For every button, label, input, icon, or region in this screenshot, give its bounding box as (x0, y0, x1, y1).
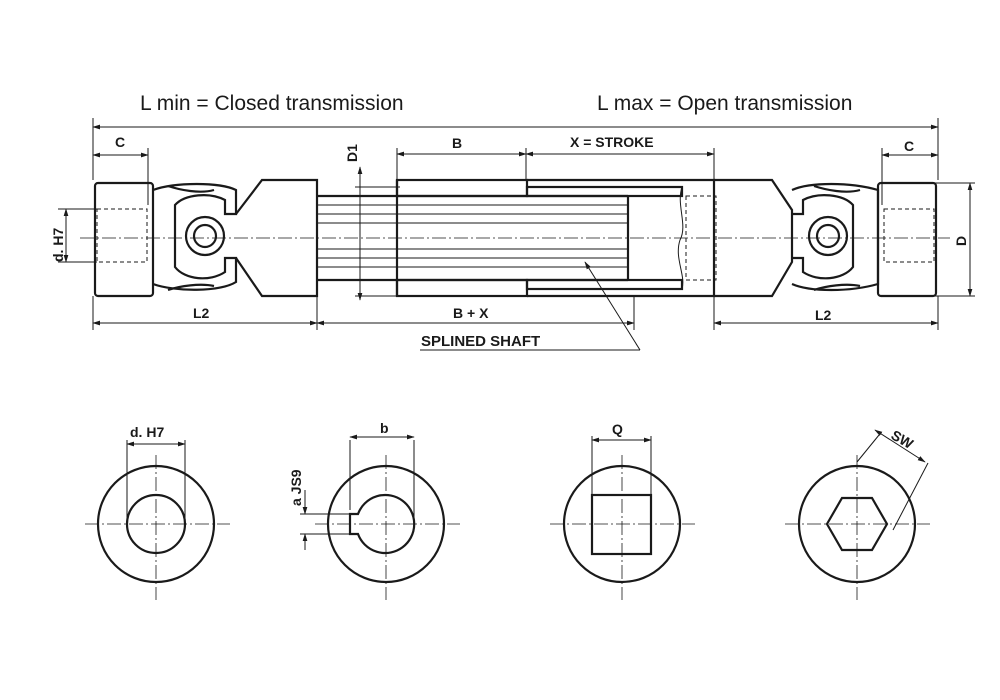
c-left-label: C (115, 134, 125, 150)
d-dimension: D (935, 182, 975, 297)
section-hexagon: SW (785, 427, 930, 600)
c-right-dimension: C (881, 138, 939, 205)
title-closed: L min = Closed transmission (140, 92, 404, 115)
b-plus-x-label: B + X (453, 305, 489, 321)
b-plus-x-dimension: B + X (316, 296, 635, 330)
title-open: L max = Open transmission (597, 92, 852, 115)
l2-right-label: L2 (815, 307, 832, 323)
hexagon-label: SW (889, 427, 917, 453)
square-label: Q (612, 421, 623, 437)
d-label: D (953, 236, 969, 246)
l2-right-dimension: L2 (713, 296, 939, 330)
splined-shaft-label: SPLINED SHAFT (421, 333, 540, 350)
splined-shaft-callout: SPLINED SHAFT (420, 261, 641, 351)
stroke-label: X = STROKE (570, 134, 654, 150)
keyway-depth-label: a JS9 (288, 469, 304, 506)
l2-left-dimension: L2 (92, 296, 318, 330)
d1-label: D1 (344, 144, 360, 162)
dh7-side-dimension: d. H7 (50, 208, 97, 263)
b-dimension: B (396, 135, 527, 180)
dh7-side-label: d. H7 (50, 228, 66, 262)
overall-length-dimension (92, 118, 939, 180)
d1-dimension: D1 (344, 144, 400, 301)
c-left-dimension: C (92, 134, 149, 205)
l2-left-label: L2 (193, 305, 210, 321)
section-keyway: b a JS9 (288, 420, 460, 600)
b-label: B (452, 135, 462, 151)
section-square: Q (550, 421, 695, 600)
section-round-bore: d. H7 (85, 424, 230, 600)
stroke-dimension: X = STROKE (525, 134, 715, 180)
shaft-body (80, 178, 950, 298)
keyway-width-label: b (380, 420, 389, 436)
round-bore-label: d. H7 (130, 424, 164, 440)
c-right-label: C (904, 138, 914, 154)
